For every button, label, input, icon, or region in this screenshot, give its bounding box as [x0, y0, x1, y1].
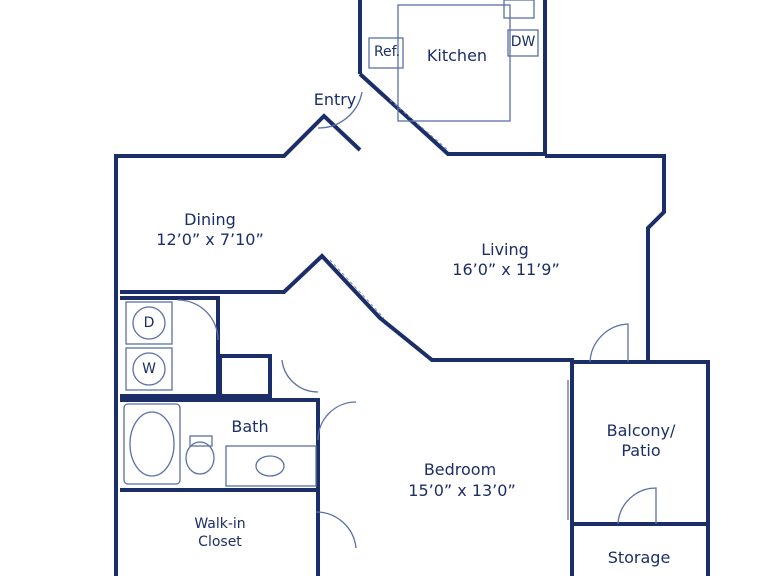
washer-drum [132, 352, 166, 386]
refrigerator-label: Ref. [373, 44, 401, 60]
toilet-tank [189, 435, 213, 447]
balcony-label-line1: Balcony/ [606, 421, 676, 440]
laundry-wall [120, 296, 220, 398]
bathtub [123, 403, 181, 485]
kitchen-counter [397, 4, 511, 122]
dining-label: Dining [184, 210, 236, 229]
kitchen-opening [389, 99, 449, 151]
washer-box [125, 347, 173, 391]
dishwasher-label: DW [510, 34, 536, 50]
laundry-door-swing [177, 299, 219, 341]
storage-door-swing [617, 487, 657, 525]
bath-label: Bath [231, 417, 269, 436]
dryer-drum [132, 306, 166, 340]
closet-door-swing [315, 511, 357, 549]
exterior-wall-west [114, 113, 362, 576]
refrigerator-box [368, 37, 404, 69]
toilet-bowl [185, 441, 215, 475]
kitchen-label: Kitchen [426, 46, 488, 65]
vanity [225, 445, 317, 487]
entry-door-swing [317, 91, 363, 129]
dishwasher-box [507, 29, 539, 57]
closet-wall [218, 354, 272, 398]
walkin-label-line1: Walk-in [194, 516, 246, 532]
hall-opening [329, 259, 385, 319]
vanity-sink [255, 455, 285, 477]
walkin-label-line2: Closet [198, 534, 242, 550]
sink [503, 0, 535, 19]
dining-dims: 12’0” x 7’10” [156, 230, 264, 249]
entry-label: Entry [313, 90, 357, 109]
balcony-door-swing [589, 323, 629, 363]
bathtub-basin [129, 411, 175, 477]
bedroom-dims: 15’0” x 13’0” [408, 481, 516, 500]
dryer-label: D [143, 315, 155, 331]
entry-wall [358, 72, 545, 156]
storage-label: Storage [607, 548, 671, 567]
walkin-wall [120, 488, 320, 576]
exterior-wall-east [545, 154, 710, 576]
living-dims: 16’0” x 11’9” [452, 260, 560, 279]
bath-door-swing [317, 401, 357, 441]
balcony-label-line2: Patio [621, 441, 661, 460]
washer-label: W [142, 361, 156, 377]
living-label: Living [481, 240, 529, 259]
bedroom-label: Bedroom [423, 460, 497, 479]
dryer-box [125, 301, 173, 345]
hall-door-swing [281, 359, 319, 393]
